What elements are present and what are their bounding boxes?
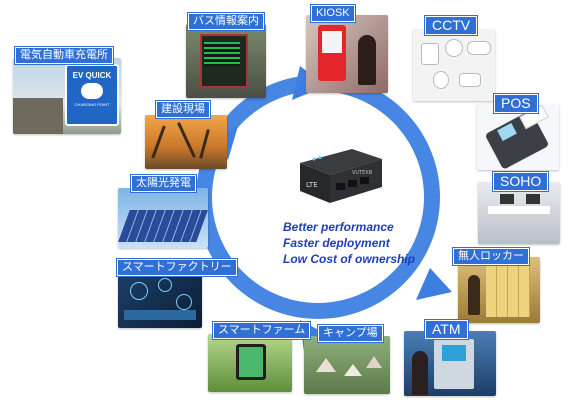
- lte-router-image: LTE VUTEXB: [300, 149, 382, 203]
- tagline: Better performance Faster deployment Low…: [283, 219, 415, 267]
- ev-sign: EV QUICK CHARGING POINT: [65, 64, 119, 126]
- tagline-line-3: Low Cost of ownership: [283, 252, 415, 266]
- locker-image: [458, 257, 540, 323]
- bus-info-image: [186, 24, 266, 98]
- label-kiosk: KIOSK: [311, 5, 355, 22]
- smart-factory-image: [118, 272, 202, 328]
- construction-image: [145, 115, 227, 169]
- label-ev: 電気自動車充電所: [15, 47, 113, 64]
- ev-sign-line-1: EV QUICK: [72, 71, 112, 80]
- label-pos: POS: [494, 94, 538, 113]
- label-solar: 太陽光発電: [131, 175, 196, 192]
- smart-farm-image: [208, 334, 292, 392]
- soho-image: [478, 182, 560, 244]
- ev-charging-image: EV QUICK CHARGING POINT: [13, 58, 121, 134]
- label-construction: 建設現場: [156, 101, 210, 118]
- router-model: VUTEXB: [352, 170, 373, 176]
- label-atm: ATM: [425, 320, 468, 339]
- tagline-line-2: Faster deployment: [283, 236, 390, 250]
- label-cctv: CCTV: [425, 16, 478, 35]
- tagline-line-1: Better performance: [283, 220, 394, 234]
- label-smart-farm: スマートファーム: [213, 322, 311, 339]
- label-bus: バス情報案内: [188, 13, 264, 30]
- cctv-image: [413, 29, 495, 101]
- label-soho: SOHO: [493, 172, 549, 191]
- campsite-image: [304, 336, 390, 394]
- label-locker: 無人ロッカー: [453, 248, 529, 265]
- label-smart-factory: スマートファクトリー: [117, 259, 237, 276]
- label-camp: キャンプ場: [318, 325, 383, 342]
- pos-image: [477, 104, 559, 170]
- router-brand: LTE: [306, 181, 318, 189]
- atm-image: [404, 331, 496, 396]
- solar-image: [118, 188, 208, 248]
- ev-sign-line-2: CHARGING POINT: [74, 102, 110, 107]
- arrow-head-right: [416, 268, 452, 300]
- kiosk-image: [306, 15, 388, 93]
